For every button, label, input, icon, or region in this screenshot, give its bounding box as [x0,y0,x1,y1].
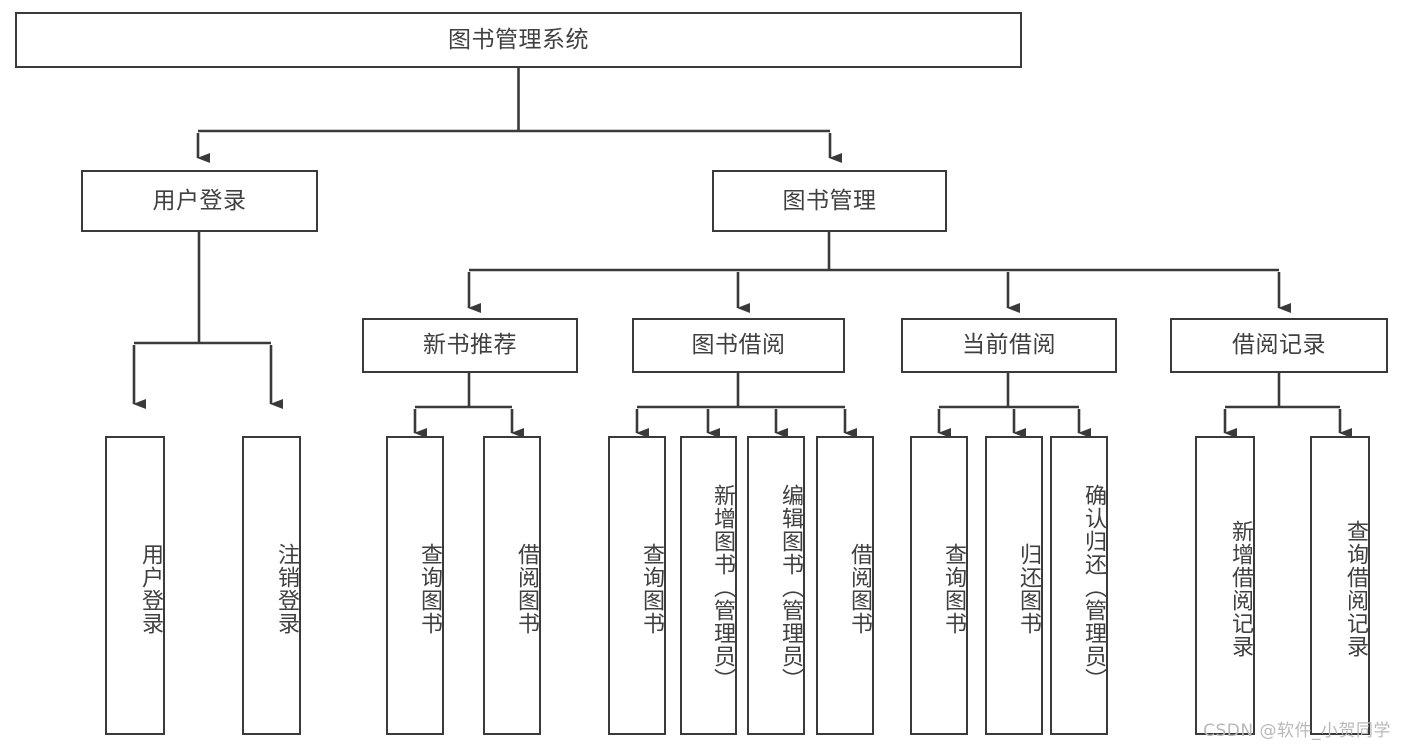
node-label: 新增图书（管理员） [710,483,735,691]
node-label: 借阅记录 [1232,332,1326,359]
leaf-user-login[interactable]: 用户登录 [105,436,165,735]
leaf-confirm-return[interactable]: 确认归还（管理员） [1050,436,1108,735]
leaf-query-book-2[interactable]: 查询图书 [608,436,666,735]
watermark: CSDN @软件_小贺同学 [1203,721,1391,741]
leaf-logout[interactable]: 注销登录 [242,436,301,735]
node-label: 查询借阅记录 [1343,519,1368,658]
node-label: 新书推荐 [423,332,517,359]
node-label: 注销登录 [274,542,299,635]
node-label: 图书管理 [782,187,877,214]
node-label: 借阅图书 [847,542,872,635]
leaf-borrow-book-2[interactable]: 借阅图书 [816,436,874,735]
node-label: 查询图书 [639,542,664,635]
node-label: 新增借阅记录 [1228,519,1253,658]
node-label: 归还图书 [1016,542,1041,635]
node-label: 图书借阅 [691,332,786,359]
node-new-book-rec[interactable]: 新书推荐 [362,318,578,373]
node-book-borrow[interactable]: 图书借阅 [632,318,845,373]
node-current-borrow[interactable]: 当前借阅 [901,318,1117,373]
node-label: 编辑图书（管理员） [778,483,803,691]
node-label: 图书管理系统 [448,26,589,53]
leaf-edit-book[interactable]: 编辑图书（管理员） [747,436,805,735]
leaf-query-record[interactable]: 查询借阅记录 [1310,436,1370,735]
node-label: 用户登录 [138,542,163,635]
leaf-query-book-3[interactable]: 查询图书 [910,436,968,735]
leaf-query-book-1[interactable]: 查询图书 [386,436,444,735]
node-label: 确认归还（管理员） [1081,483,1106,691]
node-book-manage[interactable]: 图书管理 [712,170,947,232]
leaf-add-book[interactable]: 新增图书（管理员） [680,436,737,735]
node-borrow-record[interactable]: 借阅记录 [1170,318,1388,373]
node-label: 查询图书 [941,542,966,635]
node-label: 查询图书 [417,542,442,635]
node-user-login[interactable]: 用户登录 [81,170,318,232]
leaf-return-book[interactable]: 归还图书 [985,436,1043,735]
node-label: 用户登录 [152,187,247,214]
node-label: 借阅图书 [514,542,539,635]
node-root[interactable]: 图书管理系统 [15,12,1022,68]
node-label: 当前借阅 [962,332,1056,359]
leaf-borrow-book-1[interactable]: 借阅图书 [483,436,541,735]
leaf-add-record[interactable]: 新增借阅记录 [1195,436,1255,735]
